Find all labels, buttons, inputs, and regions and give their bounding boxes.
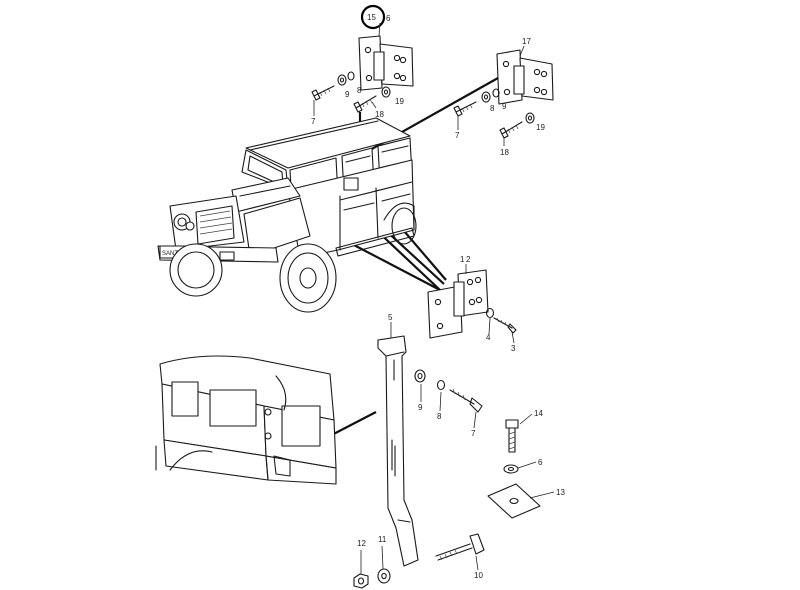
bolt-7-upper-left	[311, 85, 335, 101]
callout-7-b: 7	[455, 131, 460, 140]
washer-9-upper-left	[337, 74, 347, 86]
bolt-18-upper-left	[353, 95, 377, 113]
washer-6	[503, 464, 519, 474]
callout-6: 6	[538, 458, 543, 467]
bolt-18-upper-right	[499, 121, 523, 139]
washer-9-bracket	[414, 369, 426, 383]
callout-19-b: 19	[536, 123, 545, 132]
nut-19-upper-left	[381, 86, 391, 98]
bolt-3-middle	[493, 317, 517, 334]
callout-13: 13	[556, 488, 565, 497]
callout-8-c: 8	[437, 412, 442, 421]
callout-7-c: 7	[471, 429, 476, 438]
callout-10: 10	[474, 571, 483, 580]
washer-8-upper-left	[347, 71, 355, 81]
nut-12	[353, 573, 369, 589]
nut-19-upper-right	[525, 112, 535, 124]
middle-door-hinge	[427, 269, 489, 339]
callout-5: 5	[388, 313, 393, 322]
callout-16: 6	[386, 14, 391, 23]
callout-18-b: 18	[500, 148, 509, 157]
callout-17: 17	[522, 37, 531, 46]
washer-8-upper-right	[492, 88, 500, 98]
callout-8-b: 8	[490, 104, 495, 113]
callout-9-a: 9	[345, 90, 350, 99]
callout-19-a: 19	[395, 97, 404, 106]
callout-4: 4	[486, 333, 491, 342]
callout-9-c: 9	[418, 403, 423, 412]
bolt-10	[435, 533, 485, 561]
washer-11	[377, 568, 391, 584]
callout-14: 14	[534, 409, 543, 418]
callout-12: 12	[357, 539, 366, 548]
bolt-7-bracket	[449, 388, 483, 413]
callout-11: 11	[378, 535, 387, 544]
callout-18-a: 18	[375, 110, 384, 119]
vehicle-rear-view	[155, 355, 337, 485]
plate-13	[487, 483, 541, 519]
bolt-7-upper-right	[453, 101, 477, 117]
callout-3: 3	[511, 344, 516, 353]
callout-8-a: 8	[357, 86, 362, 95]
vehicle-front-view: SANTANA	[157, 117, 417, 313]
washer-8-bracket	[436, 379, 446, 391]
washer-4-middle	[485, 307, 495, 319]
callout-9-b: 9	[502, 102, 507, 111]
callout-2: 2	[466, 255, 471, 264]
callout-15-highlight	[360, 4, 386, 30]
support-bracket	[377, 335, 419, 567]
washer-9-upper-right	[481, 91, 491, 103]
callout-1: 1	[460, 255, 465, 264]
callout-15: 15	[367, 13, 376, 22]
callout-7-a: 7	[311, 117, 316, 126]
upper-left-hinge	[358, 35, 414, 91]
bolt-14	[505, 419, 519, 453]
upper-right-hinge	[496, 49, 554, 105]
